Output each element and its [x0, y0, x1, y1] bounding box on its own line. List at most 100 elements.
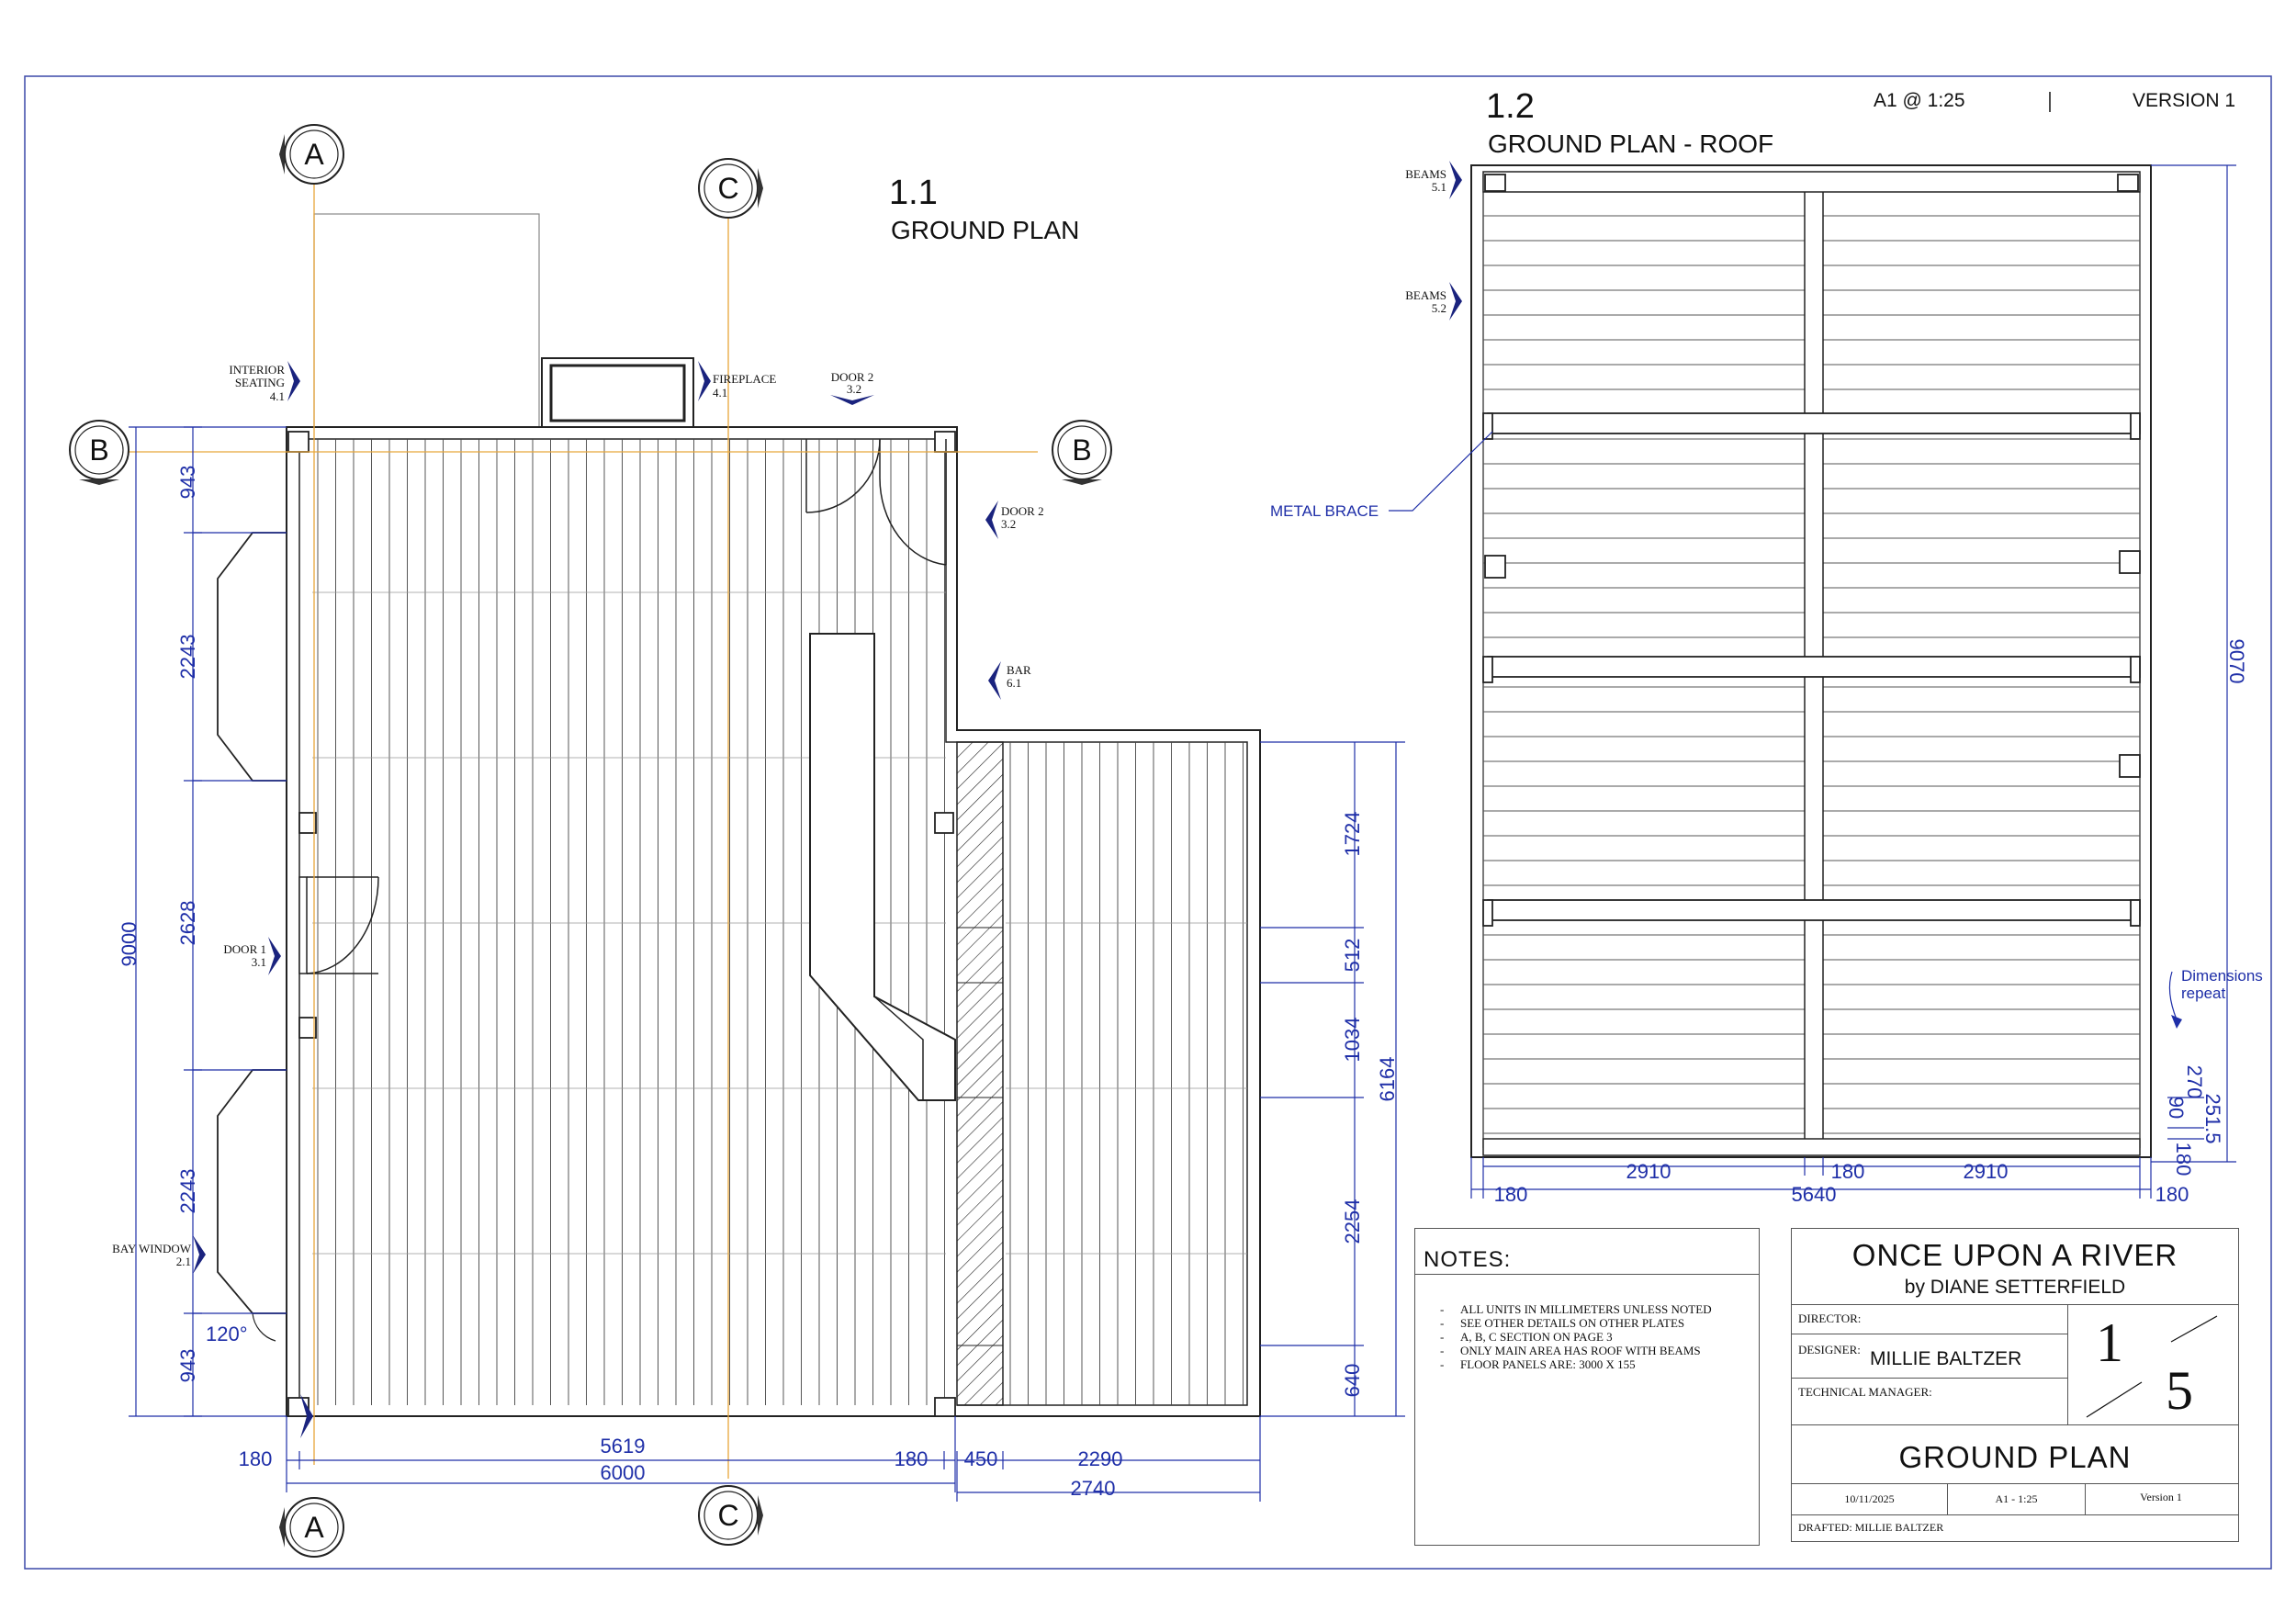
dim-roof-90: 90	[2165, 1097, 2188, 1119]
corner-posts	[287, 431, 956, 1417]
callout-interior-seating-1: INTERIOR	[229, 363, 285, 377]
dim-right-640: 640	[1341, 1364, 1364, 1398]
callout-fireplace-2: 4.1	[713, 386, 727, 400]
sheet-total: 5	[2166, 1360, 2193, 1421]
dim-roof-5640: 5640	[1792, 1183, 1837, 1206]
callout-door2-top-2: 3.2	[847, 382, 861, 396]
callout-arrow-bay-window	[193, 1235, 206, 1274]
dim-right-2254: 2254	[1341, 1199, 1364, 1244]
notes-panel	[1414, 1228, 1760, 1546]
callout-arrow-door1	[268, 937, 281, 975]
callout-door2-side-2: 3.2	[1001, 517, 1016, 531]
dim-bottom-2290: 2290	[1078, 1447, 1123, 1470]
dim-left-943-bottom: 943	[176, 1349, 199, 1383]
notes-header-rule	[1415, 1274, 1759, 1275]
metal-brace-leader	[1389, 431, 1493, 512]
dim-roof-2910-right: 2910	[1964, 1160, 2009, 1183]
callout-door1-1: DOOR 1	[223, 942, 266, 956]
dim-left-total: 9000	[118, 922, 141, 967]
dim-bottom-450: 450	[964, 1447, 998, 1470]
marker-c-bottom-label: C	[717, 1499, 738, 1532]
director-label: DIRECTOR:	[1798, 1311, 1862, 1325]
dim-angle: 120°	[206, 1323, 248, 1345]
note-item: ALL UNITS IN MILLIMETERS UNLESS NOTED	[1440, 1302, 1712, 1316]
dimension-lines-roof	[1470, 164, 2236, 1199]
bay-window-bottom	[217, 1069, 287, 1314]
dim-left-2243-top: 2243	[176, 635, 199, 680]
section-marker-c-top[interactable]: C	[698, 158, 763, 219]
tb-drafted: DRAFTED: MILLIE BALTZER	[1798, 1521, 1944, 1534]
dim-roof-right-total: 9070	[2225, 639, 2248, 684]
title-block	[1791, 1228, 2239, 1542]
dim-bottom-2740: 2740	[1071, 1477, 1116, 1500]
callout-interior-seating-2: SEATING	[235, 376, 285, 389]
callout-arrow-door2-side	[985, 501, 998, 539]
dim-right-1724: 1724	[1341, 812, 1364, 857]
dim-right-512: 512	[1341, 939, 1364, 973]
dimension-lines-main	[129, 426, 1405, 1502]
production-title: ONCE UPON A RIVER	[1851, 1238, 2178, 1272]
door-2	[805, 438, 947, 566]
dim-roof-251-5: 251.5	[2201, 1093, 2224, 1143]
tb-rule	[1792, 1378, 2067, 1379]
marker-c-top-label: C	[717, 172, 738, 205]
dim-roof-180-mid: 180	[1831, 1160, 1865, 1183]
dimensions-repeat-arrow	[2168, 971, 2178, 1020]
tb-rule	[1792, 1424, 2238, 1425]
marker-b-left-label: B	[89, 433, 108, 467]
note-item: FLOOR PANELS ARE: 3000 X 155	[1440, 1357, 1712, 1371]
marker-a-bottom-label: A	[304, 1511, 324, 1544]
plan-main-number: 1.1	[889, 174, 938, 212]
callout-arrow-bar	[988, 661, 1001, 700]
dim-roof-180-left: 180	[1494, 1183, 1528, 1206]
section-marker-b-right[interactable]: B	[1052, 420, 1112, 485]
designer-name: MILLIE BALTZER	[1870, 1348, 2022, 1369]
tb-vrule	[1947, 1483, 1948, 1514]
angle-arc	[252, 1312, 276, 1342]
note-item: A, B, C SECTION ON PAGE 3	[1440, 1330, 1712, 1344]
section-marker-a-top[interactable]: A	[279, 124, 344, 185]
callout-arrow-fireplace	[698, 361, 711, 401]
dim-right-total: 6164	[1376, 1057, 1399, 1102]
tb-rule	[1792, 1304, 2238, 1305]
section-marker-b-left[interactable]: B	[69, 420, 129, 485]
sheet-number: 1	[2096, 1312, 2123, 1373]
dim-left-943-top: 943	[176, 466, 199, 500]
floor-boards-annex	[1009, 742, 1244, 1405]
tb-rule	[1792, 1514, 2238, 1515]
tb-version: Version 1	[2140, 1491, 2182, 1503]
drawing-title: GROUND PLAN	[1898, 1440, 2132, 1474]
dim-bottom-180-left: 180	[239, 1447, 273, 1470]
callout-beams-2-a: BEAMS	[1405, 288, 1446, 302]
production-author: by DIANE SETTERFIELD	[1904, 1277, 2126, 1298]
callout-door1-2: 3.1	[252, 955, 266, 969]
callout-beams-1-a: BEAMS	[1405, 167, 1446, 181]
callout-bay-window-2: 2.1	[176, 1255, 191, 1268]
callout-bay-window-1: BAY WINDOW	[112, 1242, 192, 1255]
callout-fireplace-1: FIREPLACE	[713, 372, 776, 386]
fireplace	[541, 357, 694, 428]
callout-door2-top-1: DOOR 2	[831, 370, 874, 384]
dim-roof-180-right: 180	[2155, 1183, 2189, 1206]
tb-rule	[1792, 1483, 2238, 1484]
callout-interior-seating-3: 4.1	[270, 389, 285, 403]
callout-arrow-beams-1	[1449, 161, 1462, 199]
notes-title: NOTES:	[1424, 1247, 1512, 1272]
dim-roof-270: 270	[2183, 1065, 2206, 1099]
main-floor-outline	[286, 426, 1261, 1417]
section-marker-c-bottom[interactable]: C	[698, 1485, 763, 1546]
callout-arrow-door2-top	[830, 395, 874, 405]
dim-bottom-6000: 6000	[601, 1461, 646, 1484]
callout-arrow-beams-2	[1449, 282, 1462, 321]
dim-left-2628: 2628	[176, 901, 199, 946]
plan-roof-title: GROUND PLAN - ROOF	[1488, 129, 1773, 158]
dim-left-2243-bottom: 2243	[176, 1169, 199, 1214]
section-gridlines	[129, 174, 1038, 1479]
tb-date: 10/11/2025	[1844, 1492, 1895, 1505]
section-marker-a-bottom[interactable]: A	[279, 1497, 344, 1558]
callout-arrow-interior-seating	[287, 361, 300, 401]
note-item: SEE OTHER DETAILS ON OTHER PLATES	[1440, 1316, 1712, 1330]
callout-beams-1-b: 5.1	[1432, 180, 1446, 194]
callout-dimensions-repeat-1: Dimensions	[2181, 967, 2263, 985]
sheet-number-slash	[2086, 1315, 2218, 1418]
